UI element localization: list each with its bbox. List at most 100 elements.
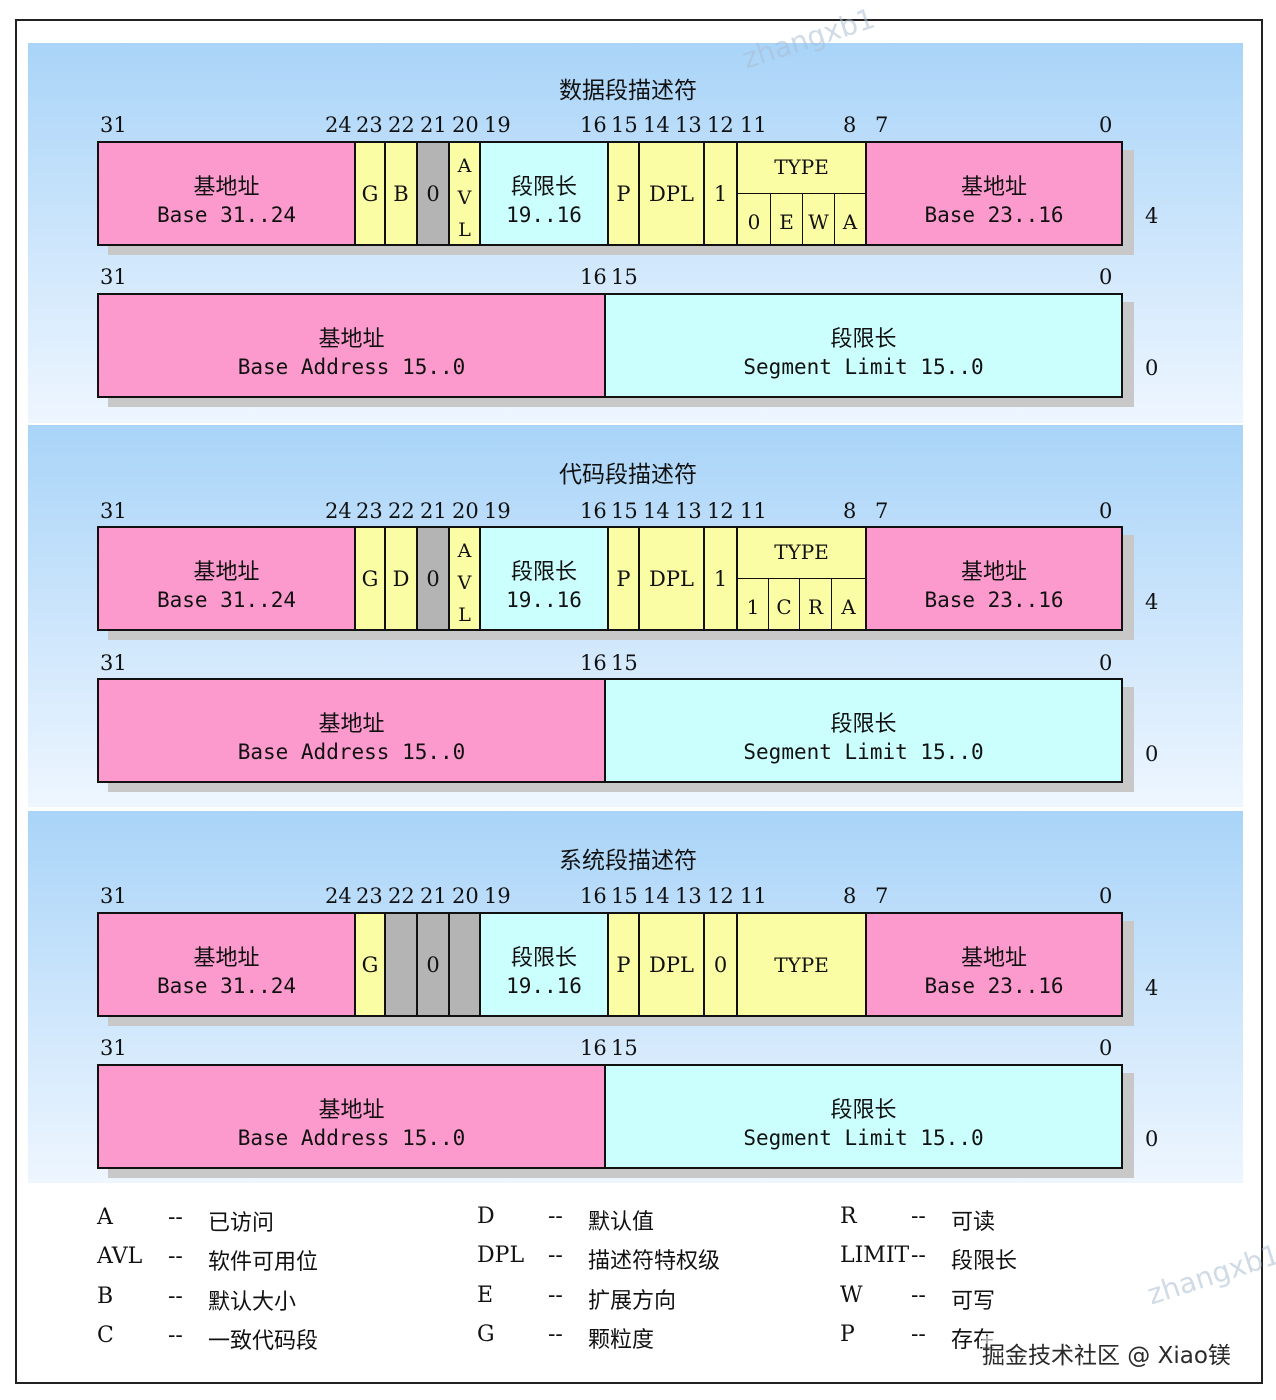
bit-number: 13	[675, 113, 702, 137]
descriptor-low-dword: 基地址 Base Address 15..0 段限长 Segment Limit…	[97, 293, 1123, 398]
bit-number: 0	[1099, 1036, 1113, 1060]
base-high-field: 基地址 Base 31..24	[97, 912, 355, 1017]
type-label: TYPE	[774, 155, 829, 179]
bit-number: 21	[420, 884, 447, 908]
bit-number: 7	[875, 499, 889, 523]
dpl-field: DPL	[639, 141, 704, 246]
byte-offset: 4	[1145, 204, 1159, 228]
field-bits: Segment Limit 15..0	[743, 355, 984, 379]
legend-key: G	[477, 1322, 495, 1347]
bit-number: 24	[325, 113, 352, 137]
site-credit: 掘金技术社区 @ Xiao镁	[982, 1336, 1231, 1370]
bit-number: 8	[843, 884, 857, 908]
legend-key: DPL	[477, 1243, 525, 1268]
limit-high-field: 段限长 19..16	[480, 526, 608, 631]
legend-desc: 可写	[951, 1289, 996, 1314]
limit-high-field: 段限长 19..16	[480, 141, 608, 246]
bit-number: 11	[740, 113, 767, 137]
bit-number: 11	[740, 884, 767, 908]
field-name: 基地址	[960, 175, 1027, 200]
field-bits: Base 23..16	[924, 974, 1064, 998]
field-name: 段限长	[510, 560, 577, 585]
bit-number: 14	[643, 113, 670, 137]
bit-number: 16	[580, 265, 607, 289]
legend-sep: --	[911, 1204, 926, 1229]
field-bits: 19..16	[506, 588, 582, 612]
bit-number: 22	[388, 113, 415, 137]
bit-number: 12	[707, 499, 734, 523]
bit-number: 16	[580, 884, 607, 908]
legend-key: R	[840, 1204, 857, 1229]
bit-number: 0	[1099, 113, 1113, 137]
bit-number: 16	[580, 113, 607, 137]
field-bits: Base 31..24	[156, 974, 297, 998]
present-bit: P	[608, 526, 639, 631]
present-bit: P	[608, 912, 639, 1017]
legend-desc: 一致代码段	[208, 1329, 319, 1354]
base-low-field: 基地址 Base Address 15..0	[97, 1064, 605, 1169]
type-bit: A	[834, 194, 865, 244]
s-bit: 1	[704, 141, 737, 246]
bit-number: 13	[675, 884, 702, 908]
legend-desc: 默认值	[588, 1210, 655, 1235]
bit-number: 21	[420, 113, 447, 137]
bit-number: 7	[875, 113, 889, 137]
field-name: 基地址	[318, 327, 385, 352]
field-name: 段限长	[510, 946, 577, 971]
legend-key: LIMIT	[840, 1243, 910, 1268]
legend-desc: 扩展方向	[588, 1289, 677, 1314]
base-high-field: 基地址 Base 31..24	[97, 141, 355, 246]
legend-sep: --	[548, 1204, 563, 1229]
field-name: 基地址	[960, 946, 1027, 971]
legend-desc: 可读	[951, 1210, 996, 1235]
type-field: TYPE 1 C R A	[737, 526, 866, 631]
byte-offset: 4	[1145, 590, 1159, 614]
base-high-field: 基地址 Base 31..24	[97, 526, 355, 631]
bit-number: 31	[100, 113, 127, 137]
avl-letter: A	[457, 155, 472, 177]
bit-number: 23	[356, 113, 383, 137]
bit-number: 15	[611, 884, 638, 908]
type-bit: 0	[747, 209, 761, 234]
limit-high-field: 段限长 19..16	[480, 912, 608, 1017]
field-bits: Segment Limit 15..0	[743, 740, 984, 764]
byte-offset: 0	[1145, 742, 1159, 766]
legend-key: B	[97, 1284, 114, 1309]
reserved-bit: 0	[417, 526, 449, 631]
avl-letter: A	[457, 540, 472, 562]
type-bit: 1	[746, 594, 760, 619]
type-bit: E	[770, 194, 802, 244]
byte-offset: 0	[1145, 1127, 1159, 1151]
bit-number: 16	[580, 1036, 607, 1060]
legend-sep: --	[168, 1205, 183, 1230]
s-bit: 0	[704, 912, 737, 1017]
field-bits: Base Address 15..0	[237, 1126, 466, 1150]
type-label: TYPE	[774, 540, 829, 564]
dpl-field: DPL	[639, 526, 704, 631]
bit-number: 24	[325, 499, 352, 523]
bit-number: 14	[643, 884, 670, 908]
legend-sep: --	[168, 1244, 183, 1269]
present-bit: P	[608, 141, 639, 246]
bit-number: 19	[484, 884, 511, 908]
bit-number: 12	[707, 884, 734, 908]
legend-sep: --	[911, 1283, 926, 1308]
s-bit: 1	[704, 526, 737, 631]
descriptor-low-dword: 基地址 Base Address 15..0 段限长 Segment Limit…	[97, 1064, 1123, 1169]
base-low-field: 基地址 Base Address 15..0	[97, 293, 605, 398]
field-bits: 19..16	[506, 203, 582, 227]
size-bit: B	[385, 141, 417, 246]
field-bits: 19..16	[506, 974, 582, 998]
bit-number: 31	[100, 651, 127, 675]
reserved-bit	[385, 912, 417, 1017]
type-bit: R	[799, 579, 831, 629]
legend-key: A	[97, 1205, 113, 1230]
bit-number: 12	[707, 113, 734, 137]
granularity-bit: G	[355, 526, 385, 631]
field-name: 基地址	[318, 712, 385, 737]
dpl-field: DPL	[639, 912, 704, 1017]
bit-number: 22	[388, 884, 415, 908]
field-bits: Base 31..24	[156, 588, 297, 612]
